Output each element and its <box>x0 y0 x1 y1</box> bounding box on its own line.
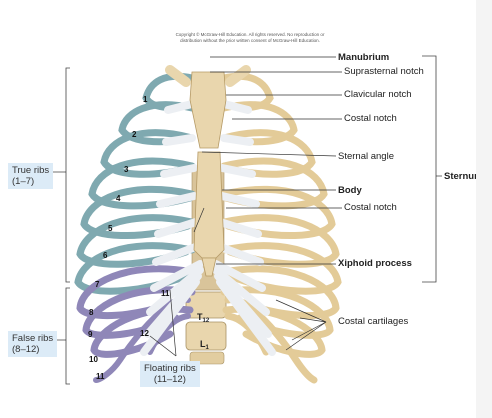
clavicular-notch-label: Clavicular notch <box>344 89 412 100</box>
false-ribs-bracket <box>65 287 70 385</box>
copyright-notice: Copyright © McGraw-Hill Education. All r… <box>130 32 370 43</box>
sternum-body-shape <box>193 151 225 259</box>
rib-number-11-left: 11 <box>96 372 105 381</box>
true-ribs-bracket <box>65 67 70 283</box>
rib-number-11-back: 11 <box>161 289 170 298</box>
rib-number-7: 7 <box>95 280 100 289</box>
right-scroll-strip <box>476 0 492 418</box>
rib-number-4: 4 <box>116 194 121 203</box>
floating-ribs-label: Floating ribs (11–12) <box>140 361 200 387</box>
costal-cartilages-drawing <box>140 100 276 356</box>
rib-number-10: 10 <box>89 355 98 364</box>
rib-number-1: 1 <box>143 95 148 104</box>
l1-vertebra <box>185 321 227 351</box>
t12-vertebra <box>185 291 227 319</box>
rib-number-6: 6 <box>103 251 108 260</box>
false-ribs-label: False ribs (8–12) <box>8 331 58 357</box>
body-label: Body <box>338 185 362 196</box>
costal-cartilages-label: Costal cartilages <box>338 316 409 327</box>
rib-number-3: 3 <box>124 165 129 174</box>
costal-notch-upper-label: Costal notch <box>344 113 397 124</box>
suprasternal-notch-label: Suprasternal notch <box>344 66 424 77</box>
copyright-line-1: Copyright © McGraw-Hill Education. All r… <box>175 32 325 37</box>
manubrium-label: Manubrium <box>338 52 390 63</box>
sternum-drawing <box>165 65 251 277</box>
copyright-line-2: distribution without the prior written c… <box>180 37 320 43</box>
sternum-label: Sternum <box>444 171 483 182</box>
true-ribs-label: True ribs (1–7) <box>8 163 54 189</box>
rib-number-2: 2 <box>132 130 137 139</box>
costal-notch-lower-label: Costal notch <box>344 202 397 213</box>
sternal-angle-label: Sternal angle <box>338 151 394 162</box>
rib-number-8: 8 <box>89 308 94 317</box>
rib-number-5: 5 <box>108 224 113 233</box>
xiphoid-shape <box>201 257 217 277</box>
xiphoid-process-label: Xiphoid process <box>338 258 412 269</box>
leader-lines <box>149 56 342 357</box>
t12-label: T12 <box>197 312 210 324</box>
sternum-bracket <box>422 55 437 283</box>
rib-number-12: 12 <box>140 329 149 338</box>
l1-label: L1 <box>200 339 210 351</box>
rib-number-9: 9 <box>88 330 93 339</box>
